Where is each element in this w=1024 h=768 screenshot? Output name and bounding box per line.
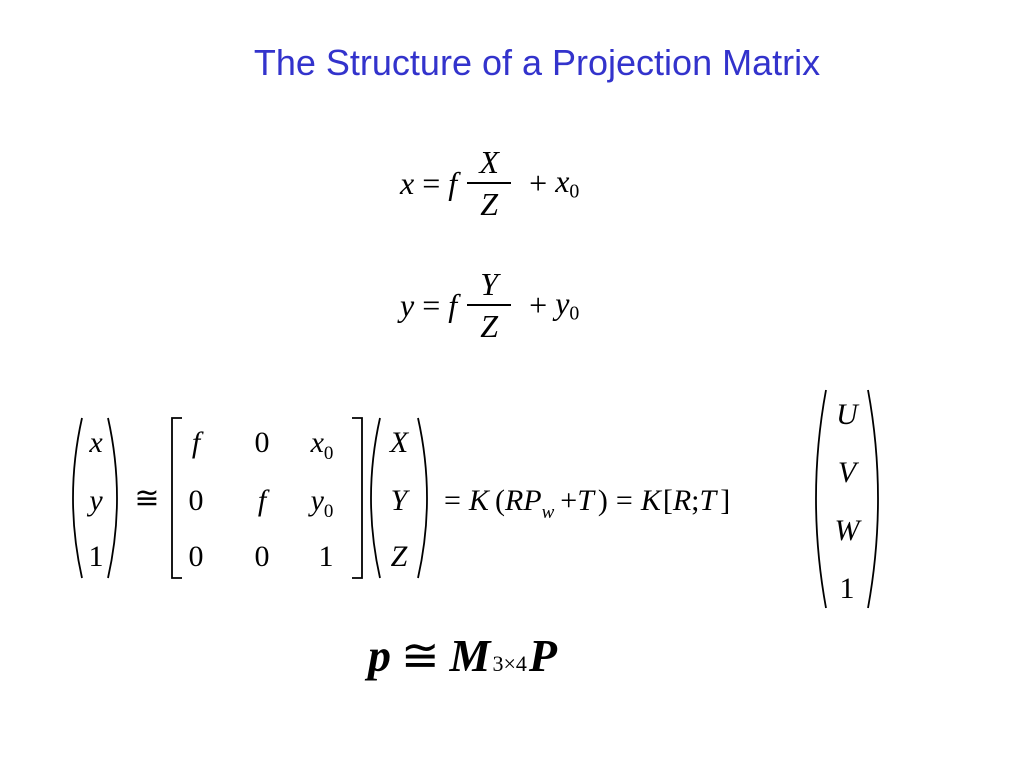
world-vector-Y: Y [391, 484, 411, 517]
world-right-paren [417, 417, 428, 579]
summary-cong: ≅ [401, 630, 440, 681]
k-r3c3: 1 [319, 540, 334, 573]
summary-dims-right: 4 [515, 651, 527, 676]
k-r3c1: 0 [189, 540, 204, 573]
lhs-right-paren [107, 417, 118, 579]
matrix-cong: ≅ [134, 482, 159, 515]
k-left-bracket [171, 417, 182, 579]
eq2-plus: + [529, 286, 548, 323]
equation-y: y = f Y Z + y0 [400, 266, 579, 344]
homog-left-paren [815, 389, 827, 609]
k-right-bracket [352, 417, 363, 579]
k-r2c2: f [258, 484, 270, 517]
eq2-numerator: Y [480, 266, 499, 302]
k-r3c2: 0 [255, 540, 270, 573]
eq1-equals: = [422, 164, 441, 201]
eq2-offset: y0 [555, 285, 579, 326]
eq2-equals: = [422, 286, 441, 323]
homog-vector-U: U [836, 398, 860, 431]
homog-vector-W: W [835, 514, 863, 547]
summary-M: M [449, 630, 491, 681]
eq1-lhs: x [400, 164, 415, 201]
k-r2c3: y0 [308, 484, 334, 522]
eq2-lhs: y [400, 286, 415, 323]
homog-vector-V: V [838, 456, 860, 489]
eq1-numerator: X [479, 144, 499, 180]
homog-right-paren [867, 389, 879, 609]
eq1-offset: x0 [555, 163, 579, 204]
summary-times: × [503, 651, 516, 676]
eq1-offset-var: x [555, 162, 570, 199]
eq1-fraction: X Z [467, 144, 512, 222]
eq2-offset-var: y [555, 284, 570, 321]
k-r2c1: 0 [189, 484, 204, 517]
rhs-expression: =K(RPw+T)=K[R;T] [444, 484, 730, 523]
eq2-focal: f [448, 286, 458, 323]
eq1-fraction-bar [467, 182, 512, 184]
k-r1c2: 0 [255, 426, 270, 459]
eq2-fraction-bar [467, 304, 512, 306]
eq2-denominator: Z [480, 308, 499, 344]
summary-P: P [528, 630, 557, 681]
summary-dims-left: 3 [492, 651, 504, 676]
lhs-vector-x: x [88, 426, 103, 459]
eq2-offset-sub: 0 [569, 302, 580, 325]
summary-equation: p ≅ M 3×4 P [368, 628, 557, 682]
world-vector-Z: Z [391, 540, 408, 573]
eq1-denominator: Z [480, 186, 499, 222]
summary-dims: 3×4 [492, 651, 526, 677]
homog-vector-one: 1 [840, 572, 855, 605]
eq2-fraction: Y Z [467, 266, 512, 344]
eq1-plus: + [529, 164, 548, 201]
lhs-vector-y: y [86, 484, 103, 517]
k-r1c1: f [192, 426, 204, 459]
k-r1c3: x0 [310, 426, 334, 464]
lhs-left-paren [72, 417, 83, 579]
summary-p: p [368, 630, 391, 681]
world-left-paren [370, 417, 381, 579]
world-vector-X: X [389, 426, 410, 459]
equation-x: x = f X Z + x0 [400, 144, 579, 222]
slide-title: The Structure of a Projection Matrix [253, 42, 821, 83]
eq1-focal: f [448, 164, 458, 201]
lhs-vector-one: 1 [89, 540, 104, 573]
eq1-offset-sub: 0 [569, 180, 580, 203]
